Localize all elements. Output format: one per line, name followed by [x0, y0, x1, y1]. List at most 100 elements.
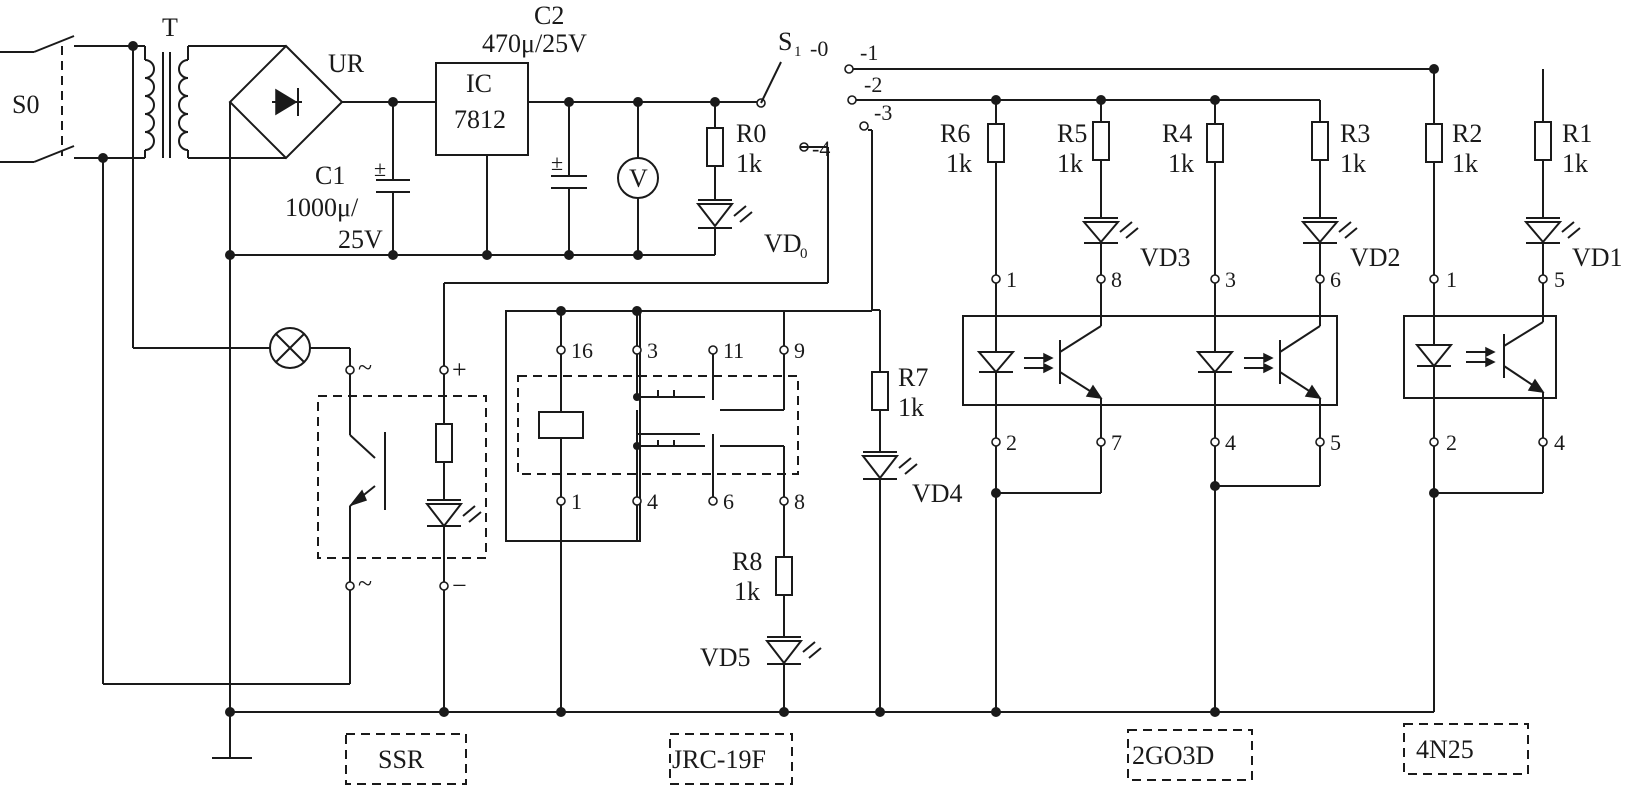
vd2-label: VD2 [1350, 243, 1401, 272]
capacitor-c1: ± C1 1000μ/ 25V [285, 97, 410, 260]
module-tag-relay: JRC-19F [672, 745, 766, 774]
relay-pin-16[interactable] [556, 345, 566, 355]
c2-label: C2 [534, 1, 564, 30]
r5-label: R5 [1057, 119, 1087, 148]
opto-pin-7[interactable] [1096, 437, 1106, 447]
s1-sub: 1 [794, 44, 802, 60]
c2-value: 470μ/25V [482, 29, 587, 58]
ground-bus [212, 255, 1434, 759]
relay-pin-9-label: 9 [794, 338, 805, 363]
r4-label: R4 [1162, 119, 1192, 148]
opto-pin-1-label: 1 [1006, 267, 1017, 292]
r8-value: 1k [734, 577, 760, 606]
s1-pos3: -3 [874, 100, 892, 125]
opto-pin-6[interactable] [1315, 274, 1325, 284]
ssr-plus-terminal[interactable] [439, 365, 449, 375]
s1-pos0: -0 [810, 36, 828, 61]
r7-value: 1k [898, 393, 924, 422]
opto-4n25-pin-1-label: 1 [1446, 267, 1457, 292]
r5-value: 1k [1057, 149, 1083, 178]
opto-pin-6-label: 6 [1330, 267, 1341, 292]
node-dot [1429, 488, 1439, 498]
opto-pin-8-label: 8 [1111, 267, 1122, 292]
regulator-ic-7812: IC 7812 [393, 62, 735, 260]
r1-label: R1 [1562, 119, 1592, 148]
ssr-ac-top: ~ [358, 353, 372, 382]
voltmeter-label: V [629, 164, 648, 193]
node-dot [225, 707, 235, 717]
relay-pin-3[interactable] [632, 345, 642, 355]
opto-4n25-pin-5[interactable] [1538, 274, 1548, 284]
node-dot [710, 97, 720, 107]
s1-contact-2[interactable] [847, 95, 857, 105]
c1-label: C1 [315, 161, 345, 190]
relay-pin-16-label: 16 [571, 338, 593, 363]
opto-pin-5[interactable] [1315, 437, 1325, 447]
relay-pin-8[interactable] [779, 496, 789, 506]
opto-pin-2[interactable] [991, 437, 1001, 447]
c1-value: 1000μ/ [285, 193, 359, 222]
r6-label: R6 [940, 119, 970, 148]
s1-label: S [778, 27, 792, 56]
r2-value: 1k [1452, 149, 1478, 178]
ssr-minus: − [452, 571, 467, 600]
relay-pin-11[interactable] [708, 345, 718, 355]
ssr-ac-terminal-top[interactable] [345, 365, 355, 375]
r3-value: 1k [1340, 149, 1366, 178]
c1-plus: ± [374, 156, 386, 181]
vd1-label: VD1 [1572, 243, 1623, 272]
ssr-plus: + [452, 355, 467, 384]
opto-4n25-pin-4-label: 4 [1554, 430, 1565, 455]
opto-4n25-pin-2[interactable] [1429, 437, 1439, 447]
r8-label: R8 [732, 547, 762, 576]
node-dot [1210, 481, 1220, 491]
r0-value: 1k [736, 149, 762, 178]
module-tag-2go3d: 2GO3D [1132, 741, 1214, 770]
module-tags: SSR JRC-19F 2GO3D 4N25 [345, 723, 1529, 785]
node-dot [632, 306, 642, 316]
opto-pin-3[interactable] [1210, 274, 1220, 284]
s1-contact-1[interactable] [844, 64, 854, 74]
ssr-ac-terminal-bottom[interactable] [345, 581, 355, 591]
relay-jrc-19f: 16 3 11 9 1 4 6 8 [505, 306, 872, 712]
opto-pin-2-label: 2 [1006, 430, 1017, 455]
relay-pin-1[interactable] [556, 496, 566, 506]
opto-pin-1[interactable] [991, 274, 1001, 284]
c2-plus: ± [551, 150, 563, 175]
lamp [133, 327, 351, 369]
relay-pin-3-label: 3 [647, 338, 658, 363]
node-dot [98, 153, 108, 163]
node-dot [556, 306, 566, 316]
capacitor-c2: C2 470μ/25V ± [482, 1, 587, 260]
opto-pin-7-label: 7 [1111, 430, 1122, 455]
node-dot [991, 707, 1001, 717]
relay-pin-6[interactable] [708, 496, 718, 506]
s1-pos4: -4 [812, 136, 830, 161]
opto-pin-4[interactable] [1210, 437, 1220, 447]
relay-pin-1-label: 1 [571, 489, 582, 514]
s1-contact-3[interactable] [859, 121, 869, 131]
optocoupler-2go3d: R6 1k 1 R5 1k VD3 8 [940, 100, 1401, 712]
selector-switch-s1: S 1 -0 -1 -2 -3 -4 [444, 27, 1439, 310]
s0-label: S0 [12, 90, 39, 119]
indicator-r0-vd0: R0 1k VD 0 [695, 97, 808, 262]
node-dot [439, 707, 449, 717]
optocoupler-4n25: R2 1k 1 R1 1k VD1 5 2 4 [1403, 69, 1623, 712]
node-dot [556, 707, 566, 717]
ssr-minus-terminal[interactable] [439, 581, 449, 591]
vd3-label: VD3 [1140, 243, 1191, 272]
node-dot [1210, 707, 1220, 717]
relay-pin-4-label: 4 [647, 489, 658, 514]
c1-voltage: 25V [338, 225, 383, 254]
ssr-ac-bot: ~ [358, 569, 372, 598]
r6-value: 1k [946, 149, 972, 178]
opto-4n25-pin-1[interactable] [1429, 274, 1439, 284]
vd4-label: VD4 [912, 479, 963, 508]
r7-label: R7 [898, 363, 928, 392]
indicator-r7-vd4: R7 1k VD4 [860, 309, 963, 712]
opto-4n25-pin-4[interactable] [1538, 437, 1548, 447]
r1-value: 1k [1562, 149, 1588, 178]
relay-pin-4[interactable] [632, 496, 642, 506]
opto-pin-8[interactable] [1096, 274, 1106, 284]
relay-pin-9[interactable] [779, 345, 789, 355]
